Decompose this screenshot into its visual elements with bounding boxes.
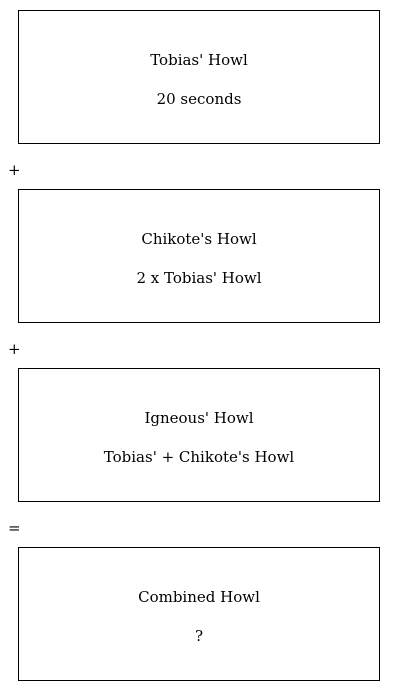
plus-operator: +	[8, 161, 21, 179]
box-value: 2 x Tobias' Howl	[136, 269, 262, 287]
igneous-howl-box: Igneous' Howl Tobias' + Chikote's Howl	[18, 368, 380, 502]
box-value: 20 seconds	[156, 90, 242, 108]
tobias-howl-box: Tobias' Howl 20 seconds	[18, 10, 380, 144]
box-title: Chikote's Howl	[141, 230, 257, 248]
equals-operator: =	[8, 519, 21, 537]
plus-operator: +	[8, 340, 21, 358]
chikote-howl-box: Chikote's Howl 2 x Tobias' Howl	[18, 189, 380, 323]
box-title: Igneous' Howl	[144, 409, 254, 427]
box-title: Tobias' Howl	[150, 51, 248, 69]
box-value: Tobias' + Chikote's Howl	[103, 448, 295, 466]
combined-howl-box: Combined Howl ?	[18, 547, 380, 681]
box-title: Combined Howl	[138, 588, 260, 606]
box-value: ?	[194, 627, 204, 645]
